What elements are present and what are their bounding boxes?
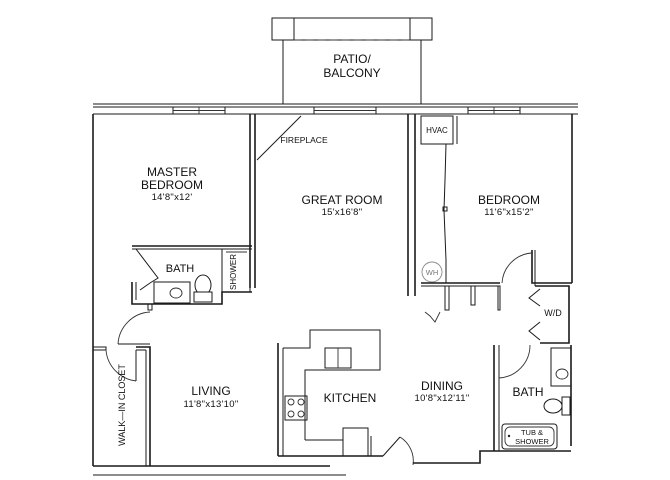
tub-label: TUB & (521, 428, 543, 437)
dining-dimensions: 10'8"x12'11" (414, 393, 469, 404)
bedroom-label: BEDROOM (478, 193, 540, 207)
kitchen-label: KITCHEN (324, 391, 377, 405)
master-bedroom-dimensions: 14'8"x12' (152, 192, 193, 203)
fireplace-label: FIREPLACE (280, 135, 328, 145)
bath-toilet (543, 398, 563, 414)
refrigerator (342, 427, 369, 457)
shower-label: SHOWER (229, 254, 238, 290)
hvac-closet[interactable]: HVAC WH (420, 115, 501, 323)
dining[interactable]: DINING 10'8"x12'11" (278, 379, 494, 466)
water-heater (421, 261, 443, 283)
living[interactable]: LIVING 11'8"x13'10" (93, 384, 346, 476)
water-heater-label: WH (426, 268, 439, 277)
tub-label-2: SHOWER (515, 437, 549, 446)
bedroom[interactable]: BEDROOM 11'6"x15'2" (478, 114, 573, 286)
master-bath-label: BATH (166, 263, 195, 275)
hvac-label: HVAC (426, 126, 448, 135)
master-bedroom-label-2: BEDROOM (141, 178, 203, 192)
bath-vanity (550, 347, 572, 387)
master-bath-door[interactable] (117, 303, 153, 345)
patio-label-2: BALCONY (323, 66, 380, 80)
tub-shower (501, 423, 558, 450)
master-bedroom[interactable]: MASTER BEDROOM 14'8"x12' (92, 114, 256, 466)
bath[interactable]: BATH TUB & SHOWER (493, 344, 572, 452)
bedroom-dimensions: 11'6"x15'2" (484, 207, 533, 218)
living-label: LIVING (191, 384, 230, 398)
kitchen[interactable]: KITCHEN (277, 329, 381, 457)
bath-label: BATH (512, 385, 543, 399)
patio-label: PATIO/ (333, 52, 371, 66)
great-room-label: GREAT ROOM (302, 193, 383, 207)
fireplace (256, 115, 302, 161)
master-bedroom-label: MASTER (147, 165, 197, 179)
exterior-wall-top (93, 103, 578, 115)
walk-in-closet-label: WALK—IN CLOSET (117, 364, 127, 446)
great-room-dimensions: 15'x16'8" (322, 207, 363, 218)
patio-balcony[interactable]: PATIO/ BALCONY (271, 17, 433, 104)
stove (284, 395, 308, 421)
shower (221, 248, 251, 293)
great-room[interactable]: FIREPLACE GREAT ROOM 15'x16'8" (256, 114, 416, 296)
master-bath[interactable]: SHOWER BATH (131, 245, 252, 305)
walk-in-closet[interactable]: WALK—IN CLOSET (93, 346, 151, 466)
dining-label: DINING (421, 379, 463, 393)
washer-dryer-label: W/D (544, 308, 562, 318)
vanity-sink (153, 281, 191, 304)
washer-dryer[interactable]: W/D (528, 285, 570, 344)
living-dimensions: 11'8"x13'10" (183, 399, 238, 410)
